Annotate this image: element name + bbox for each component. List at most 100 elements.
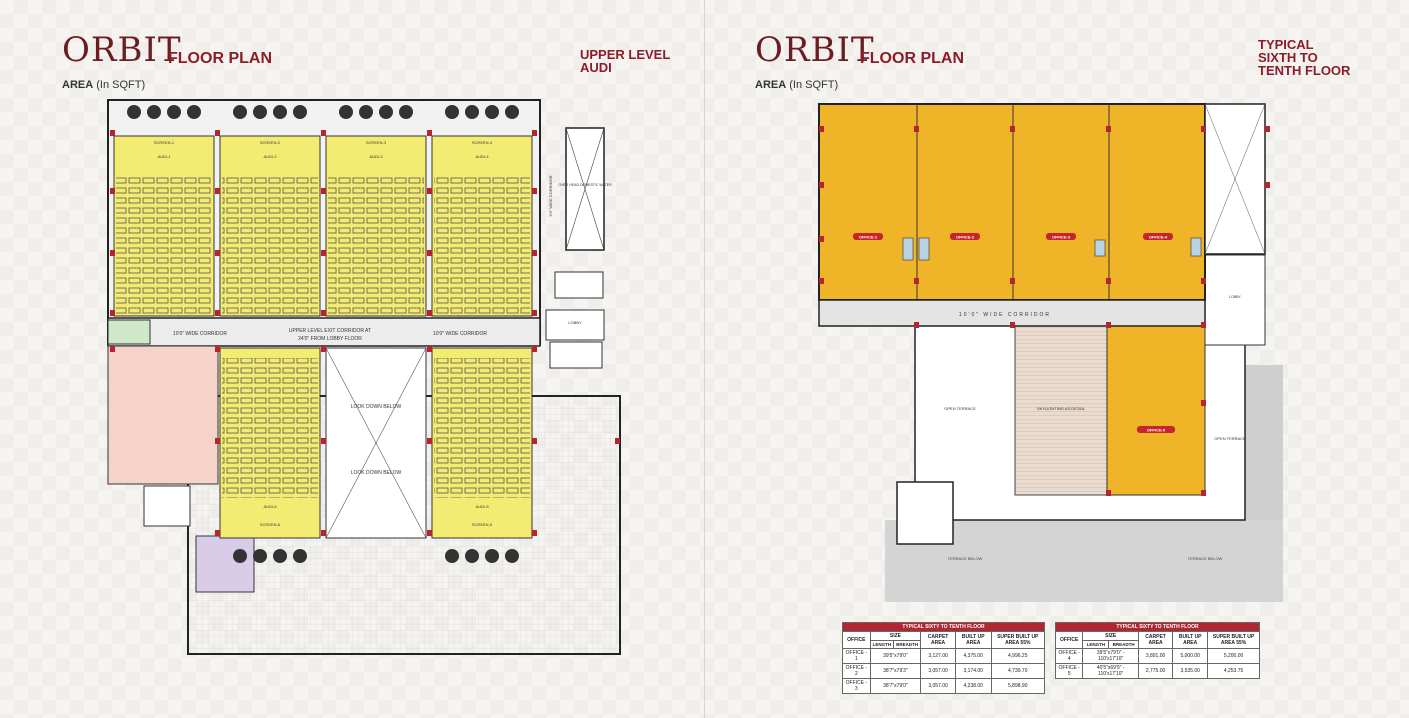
table-b-h-builtup: BUILT UP AREA [1172, 631, 1209, 649]
terrace-below-label-2: TERRACE BELOW [1188, 556, 1223, 561]
table-a-h-size: SIZE [869, 631, 922, 641]
table-cell: OFFICE - 1 [842, 648, 871, 664]
brand-logo: ORBIT [62, 30, 182, 70]
speaker-row-top [127, 105, 519, 119]
page-fold [704, 0, 705, 718]
level-title-right: TYPICAL SIXTH TO TENTH FLOOR [1258, 37, 1351, 78]
structural-columns [110, 130, 620, 536]
level-title: UPPER LEVEL AUDI [580, 47, 671, 75]
right-page: ORBIT FLOOR PLAN AREA (In SQFT) TYPICAL … [705, 0, 1409, 718]
table-row: OFFICE - 5 40'5"x69'9" - 110'x17'10" 2,7… [1054, 663, 1260, 679]
table-a-h-breadth: BREADTH [893, 640, 922, 649]
table-cell: 38'7"x79'3" [869, 663, 922, 679]
audi-1-label: AUDI-1 [157, 154, 171, 159]
table-cell: 4,739.70 [990, 663, 1046, 679]
corridor-left-label: 10'0" WIDE CORRIDOR [173, 331, 228, 337]
screen-1-label: SCREEN-1 [154, 140, 175, 145]
table-a-h-super: SUPER BUILT UP AREA 55% [990, 631, 1046, 649]
table-row: OFFICE - 3 38'7"x79'0" 3,057.00 4,238.00… [842, 678, 1046, 694]
upper-level-audi-plan: SCREEN-1 SCREEN-2 SCREEN-3 SCREEN-4 AUDI… [107, 99, 621, 655]
skylighting-label: SKYLIGHTING AS DETAIL [1037, 406, 1086, 411]
screen-3-label: SCREEN-3 [366, 140, 387, 145]
corridor-right-label: 10'0" WIDE CORRIDOR [433, 331, 488, 337]
area-unit-right: (In SQFT) [789, 79, 839, 91]
lobby-label: LOBBY [568, 320, 582, 325]
table-cell: 4,238.00 [954, 678, 992, 694]
table-b-h-office: OFFICE [1054, 631, 1084, 649]
lobby-label-right: LOBBY [1229, 295, 1241, 299]
screen-2-label: SCREEN-2 [260, 140, 281, 145]
office-4-label: OFFICE-4 [1149, 235, 1168, 240]
audi-5-label: AUDI-5 [475, 504, 489, 509]
typical-floor-plan: TERRACE BELOW TERRACE BELOW OPEN TERRACE… [818, 103, 1283, 602]
table-cell: 39'5"x79'0" [869, 648, 922, 664]
table-b-h-length: LENGTH [1082, 640, 1110, 649]
table-row: OFFICE - 4 39'5"x79'0" - 110'x17'10" 3,8… [1054, 648, 1260, 664]
area-bold: AREA [62, 79, 94, 91]
office-2-label: OFFICE-2 [956, 235, 975, 240]
table-b-h-breadth: BREADTH [1108, 640, 1139, 649]
table-a-h-office: OFFICE [842, 631, 871, 649]
corridor-mid-label-2: 24'0" FROM LOBBY FLOOR [298, 336, 362, 342]
vert-corridor-label: 9'6" WIDE CORRIDOR [548, 175, 553, 216]
screen-5-label: SCREEN-5 [472, 522, 493, 527]
table-a-h-carpet: CARPET AREA [920, 631, 956, 649]
area-bold-right: AREA [755, 79, 787, 91]
office-1-label: OFFICE-1 [859, 235, 878, 240]
table-cell: 3,127.00 [920, 648, 956, 664]
table-cell: 5,000.00 [1172, 648, 1209, 664]
audi-6-label: AUDI-6 [263, 504, 277, 509]
left-page: ORBIT FLOOR PLAN AREA (In SQFT) UPPER LE… [0, 0, 704, 718]
screen-6-label: SCREEN-6 [260, 522, 281, 527]
area-unit: (In SQFT) [96, 79, 146, 91]
corridor-mid-label-1: UPPER LEVEL EXIT CORRIDOR AT [289, 328, 371, 334]
table-row: OFFICE - 1 39'5"x79'0" 3,127.00 4,375.00… [842, 648, 1046, 664]
audi-2-label: AUDI-2 [263, 154, 277, 159]
table-cell: 5,898.90 [990, 678, 1046, 694]
office-3-label: OFFICE-3 [1052, 235, 1071, 240]
table-cell: 5,200.00 [1207, 648, 1260, 664]
table-cell: 3,174.00 [954, 663, 992, 679]
area-table-a: TYPICAL SIXTY TO TENTH FLOOR OFFICE SIZE… [842, 622, 1046, 694]
table-b-h-size: SIZE [1082, 631, 1139, 641]
look-down-label-2: LOOK DOWN BELOW [351, 470, 402, 476]
table-cell: 38'7"x79'0" [869, 678, 922, 694]
table-b-h-super: SUPER BUILT UP AREA 55% [1207, 631, 1260, 649]
table-cell: 4,253.75 [1207, 663, 1260, 679]
area-label: AREA (In SQFT) [62, 79, 145, 91]
table-cell: 4,375.00 [954, 648, 992, 664]
table-cell: 3,891.00 [1137, 648, 1174, 664]
structural-columns-right [819, 126, 1270, 496]
open-terrace-label-1: OPEN TERRACE [944, 406, 976, 411]
floor-plan-title: FLOOR PLAN [168, 50, 272, 67]
table-cell: 2,775.00 [1137, 663, 1174, 679]
table-b-h-carpet: CARPET AREA [1137, 631, 1174, 649]
table-b-caption: TYPICAL SIXTY TO TENTH FLOOR [1055, 622, 1260, 632]
table-cell: 3,535.00 [1172, 663, 1209, 679]
audi-4-label: AUDI-4 [475, 154, 489, 159]
table-cell: 3,057.00 [920, 678, 956, 694]
table-cell: 40'5"x69'9" - 110'x17'10" [1082, 663, 1139, 679]
area-table-b: TYPICAL SIXTY TO TENTH FLOOR OFFICE SIZE… [1054, 622, 1260, 679]
table-cell: 3,057.00 [920, 663, 956, 679]
table-cell: 4,996.25 [990, 648, 1046, 664]
terrace-below-label-1: TERRACE BELOW [948, 556, 983, 561]
table-a-caption: TYPICAL SIXTY TO TENTH FLOOR [842, 622, 1045, 632]
table-cell: 39'5"x79'0" - 110'x17'10" [1082, 648, 1139, 664]
table-cell: OFFICE - 2 [842, 663, 871, 679]
corridor-label-right: 10'0" WIDE CORRIDOR [959, 312, 1051, 318]
table-row: OFFICE - 2 38'7"x79'3" 3,057.00 3,174.00… [842, 663, 1046, 679]
table-cell: OFFICE - 4 [1054, 648, 1084, 664]
brand-logo-right: ORBIT [755, 30, 875, 70]
table-cell: OFFICE - 5 [1054, 663, 1084, 679]
floor-plan-title-right: FLOOR PLAN [860, 50, 964, 67]
speaker-row-bottom [233, 549, 519, 563]
office-5-label: OFFICE-5 [1147, 428, 1166, 433]
table-cell: OFFICE - 3 [842, 678, 871, 694]
screen-4-label: SCREEN-4 [472, 140, 493, 145]
table-a-h-length: LENGTH [869, 640, 895, 649]
look-down-label-1: LOOK DOWN BELOW [351, 404, 402, 410]
overhead-water-label: OVER HEAD DOMESTIC WATER [558, 183, 612, 187]
area-label-right: AREA (In SQFT) [755, 79, 838, 91]
table-a-h-builtup: BUILT UP AREA [954, 631, 992, 649]
